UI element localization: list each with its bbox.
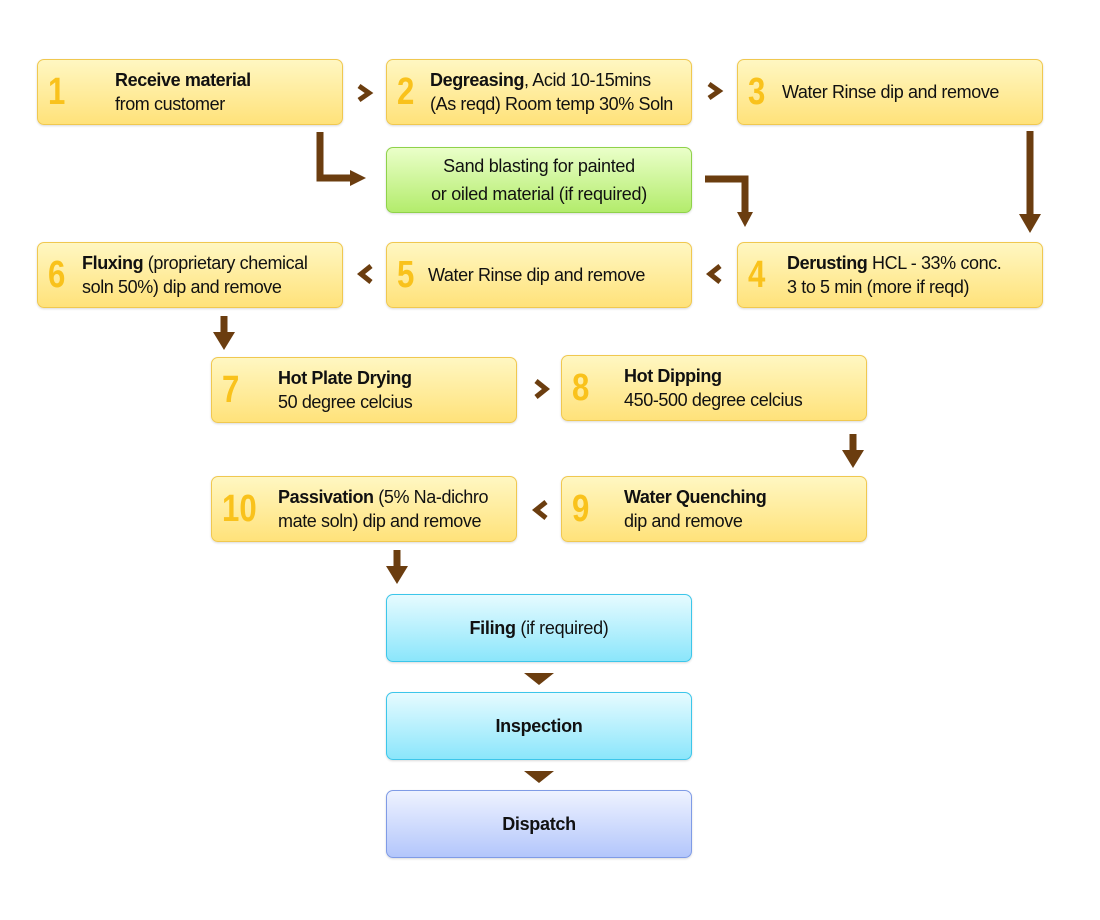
step-detail: (proprietary chemical xyxy=(143,253,308,273)
chevron-left-icon xyxy=(356,264,373,284)
step-title: Receive material xyxy=(115,70,251,90)
step-number: 8 xyxy=(572,367,590,409)
inspection-box: Inspection xyxy=(386,692,692,760)
arrowhead xyxy=(524,771,554,783)
sand-blasting-line1: Sand blasting for painted xyxy=(443,156,635,176)
step-title: Degreasing xyxy=(430,70,525,90)
step-9-box: 9 Water Quenching dip and remove xyxy=(561,476,867,542)
step-8-box: 8 Hot Dipping 450-500 degree celcius xyxy=(561,355,867,421)
step-3-box: 3 Water Rinse dip and remove xyxy=(737,59,1043,125)
step-number: 9 xyxy=(572,488,590,530)
filing-title: Filing xyxy=(469,618,516,638)
step-5-box: 5 Water Rinse dip and remove xyxy=(386,242,692,308)
step-detail: Water Rinse dip and remove xyxy=(782,82,1000,102)
step-7-box: 7 Hot Plate Drying 50 degree celcius xyxy=(211,357,517,423)
step-number: 2 xyxy=(397,71,415,113)
step-6-box: 6 Fluxing (proprietary chemical soln 50%… xyxy=(37,242,343,308)
arrowhead xyxy=(1019,214,1041,233)
filing-detail: (if required) xyxy=(515,618,609,638)
step-detail-line2: 50 degree celcius xyxy=(278,392,413,412)
step-detail: (5% Na-dichro xyxy=(373,487,489,507)
step-title: Hot Dipping xyxy=(624,366,722,386)
step-detail-line2: 450-500 degree celcius xyxy=(624,390,803,410)
inspection-label: Inspection xyxy=(495,716,583,736)
step-4-box: 4 Derusting HCL - 33% conc. 3 to 5 min (… xyxy=(737,242,1043,308)
step-title: Hot Plate Drying xyxy=(278,368,412,388)
step-number: 1 xyxy=(48,71,66,113)
step-detail-line2: dip and remove xyxy=(624,511,743,531)
arrowhead xyxy=(213,332,235,350)
step-detail: Water Rinse dip and remove xyxy=(428,265,646,285)
step-10-box: 10 Passivation (5% Na-dichro mate soln) … xyxy=(211,476,517,542)
step-2-box: 2 Degreasing, Acid 10-15mins (As reqd) R… xyxy=(386,59,692,125)
arrowhead xyxy=(386,566,408,584)
step-detail-line2: soln 50%) dip and remove xyxy=(82,277,282,297)
step-detail-line2: 3 to 5 min (more if reqd) xyxy=(787,277,970,297)
step-detail: , Acid 10-15mins xyxy=(524,70,651,90)
chevron-left-icon xyxy=(531,500,548,520)
arrowhead xyxy=(842,450,864,468)
step-detail-line2: (As reqd) Room temp 30% Soln xyxy=(430,94,673,114)
arrowhead xyxy=(350,170,366,186)
chevron-right-icon xyxy=(707,81,724,101)
step-detail-line2: from customer xyxy=(115,94,225,114)
chevron-right-icon xyxy=(534,379,551,399)
step-detail-line2: mate soln) dip and remove xyxy=(278,511,482,531)
sand-blasting-line2: or oiled material (if required) xyxy=(431,184,647,204)
step-title: Derusting xyxy=(787,253,868,273)
chevron-right-icon xyxy=(357,83,374,103)
step-number: 3 xyxy=(748,71,766,113)
chevron-left-icon xyxy=(705,264,722,284)
arrowhead xyxy=(737,212,753,227)
step-number: 4 xyxy=(748,254,766,296)
sand-blasting-box: Sand blasting for painted or oiled mater… xyxy=(386,147,692,213)
step-title: Fluxing xyxy=(82,253,144,273)
step-title: Passivation xyxy=(278,487,374,507)
dispatch-box: Dispatch xyxy=(386,790,692,858)
dispatch-label: Dispatch xyxy=(502,814,576,834)
elbow-arrow xyxy=(316,132,350,182)
step-title: Water Quenching xyxy=(624,487,767,507)
step-number: 7 xyxy=(222,369,240,411)
step-number: 5 xyxy=(397,254,415,296)
step-number: 10 xyxy=(222,488,257,530)
arrowhead xyxy=(524,673,554,685)
step-detail: HCL - 33% conc. xyxy=(867,253,1002,273)
filing-box: Filing (if required) xyxy=(386,594,692,662)
step-1-box: 1 Receive material from customer xyxy=(37,59,343,125)
elbow-arrow xyxy=(705,175,749,214)
step-number: 6 xyxy=(48,254,66,296)
